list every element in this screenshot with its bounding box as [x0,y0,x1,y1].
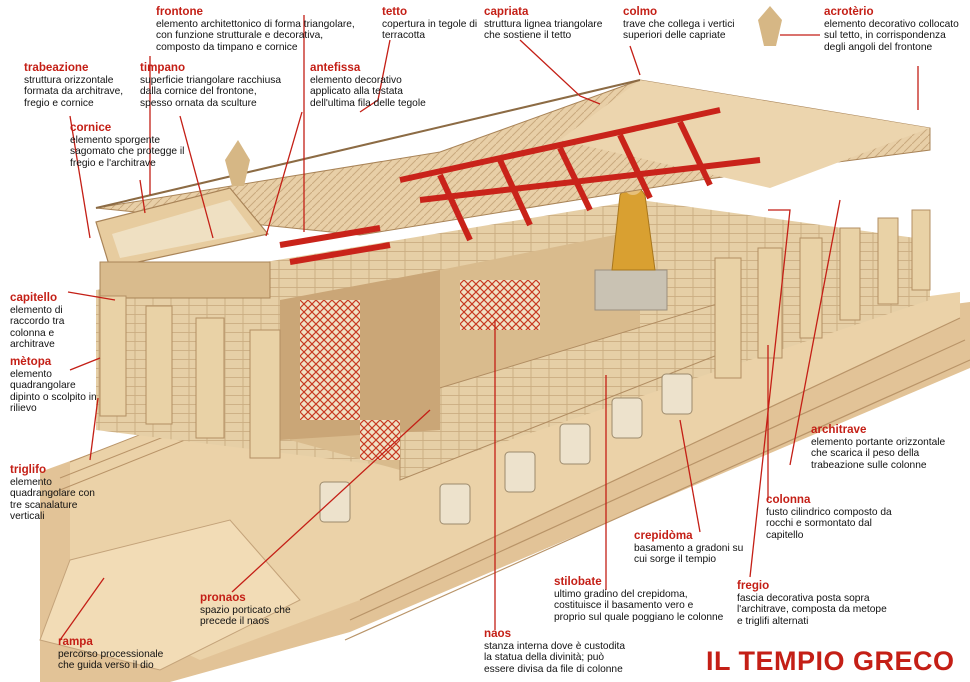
lattice-screen [300,300,360,420]
label-title: rampa [58,635,93,648]
label-naos: naos stanza interna dove è custodita la … [484,628,634,675]
label-crepidoma: crepidòma basamento a gradoni su cui sor… [634,530,744,566]
leader-lines [59,15,919,641]
label-desc: fusto cilindrico composto da rocchi e so… [766,506,892,541]
label-desc: elemento decorativo applicato alla testa… [310,74,426,109]
front-columns [99,295,281,459]
label-architrave: architrave elemento portante orizzontale… [811,424,961,471]
label-title: architrave [811,423,867,436]
label-desc: struttura orizzontale formata da architr… [24,74,124,109]
label-desc: elemento architettonico di forma triango… [156,18,355,53]
label-desc: elemento sporgente sagomato che protegge… [70,134,185,169]
label-title: trabeazione [24,61,89,74]
lattice-screen [360,420,400,460]
label-title: crepidòma [634,529,693,542]
label-title: naos [484,627,512,640]
label-title: frontone [156,5,204,18]
label-title: mètopa [10,355,52,368]
label-desc: elemento quadrangolare dipinto o scolpit… [10,368,97,415]
label-desc: trave che collega i vertici superiori de… [623,18,735,42]
label-desc: copertura in tegole di terracotta [382,18,478,42]
label-cornice: cornice elemento sporgente sagomato che … [70,122,188,169]
label-desc: fascia decorativa posta sopra l'architra… [737,592,887,627]
label-title: antefissa [310,61,361,74]
label-rampa: rampa percorso processionale che guida v… [58,636,182,672]
label-title: stilobate [554,575,602,588]
label-antefissa: antefissa elemento decorativo applicato … [310,62,436,109]
label-triglifo: triglifo elemento quadrangolare con tre … [10,464,102,523]
label-trabeazione: trabeazione struttura orizzontale format… [24,62,134,109]
label-acroterio: acrotèrio elemento decorativo collocato … [824,6,966,53]
label-fregio: fregio fascia decorativa posta sopra l'a… [737,580,887,627]
label-title: acrotèrio [824,5,874,18]
label-title: fregio [737,579,770,592]
label-desc: elemento di raccordo tra colonna e archi… [10,304,65,351]
front-pediment [95,187,271,299]
label-desc: percorso processionale che guida verso i… [58,648,164,672]
acroterion-statue [758,6,782,46]
label-colmo: colmo trave che collega i vertici superi… [623,6,759,42]
label-desc: stanza interna dove è custodita la statu… [484,640,626,675]
label-title: capriata [484,5,529,18]
label-title: pronaos [200,591,246,604]
label-desc: basamento a gradoni su cui sorge il temp… [634,542,744,566]
label-capitello: capitello elemento di raccordo tra colon… [10,292,98,351]
label-frontone: frontone elemento architettonico di form… [156,6,366,53]
page-title: IL TEMPIO GRECO [706,646,955,676]
label-colonna: colonna fusto cilindrico composto da roc… [766,494,900,541]
label-desc: ultimo gradino del crepidoma, costituisc… [554,588,724,623]
label-title: cornice [70,121,112,134]
side-columns [714,209,931,379]
label-title: colmo [623,5,658,18]
label-desc: spazio porticato che precede il naos [200,604,291,628]
label-desc: struttura lignea triangolare che sostien… [484,18,603,42]
label-title: timpano [140,61,186,74]
label-title: tetto [382,5,408,18]
label-stilobate: stilobate ultimo gradino del crepidoma, … [554,576,724,623]
label-pronaos: pronaos spazio porticato che precede il … [200,592,304,628]
label-tetto: tetto copertura in tegole di terracotta [382,6,480,42]
label-capriata: capriata struttura lignea triangolare ch… [484,6,608,42]
label-desc: superficie triangolare racchiusa dalla c… [140,74,281,109]
label-timpano: timpano superficie triangolare racchiusa… [140,62,290,109]
label-title: capitello [10,291,58,304]
label-desc: elemento decorativo collocato sul tetto,… [824,18,959,53]
label-title: triglifo [10,463,47,476]
label-title: colonna [766,493,811,506]
label-desc: elemento quadrangolare con tre scanalatu… [10,476,95,523]
acroterion-statue [225,140,250,186]
red-roof-trusses [279,107,761,265]
statue-of-divinity [594,177,668,311]
lattice-screen [460,280,540,330]
label-metopa: mètopa elemento quadrangolare dipinto o … [10,356,98,415]
label-desc: elemento portante orizzontale che scaric… [811,436,946,471]
ramp [39,519,301,671]
column-drums [319,373,693,525]
